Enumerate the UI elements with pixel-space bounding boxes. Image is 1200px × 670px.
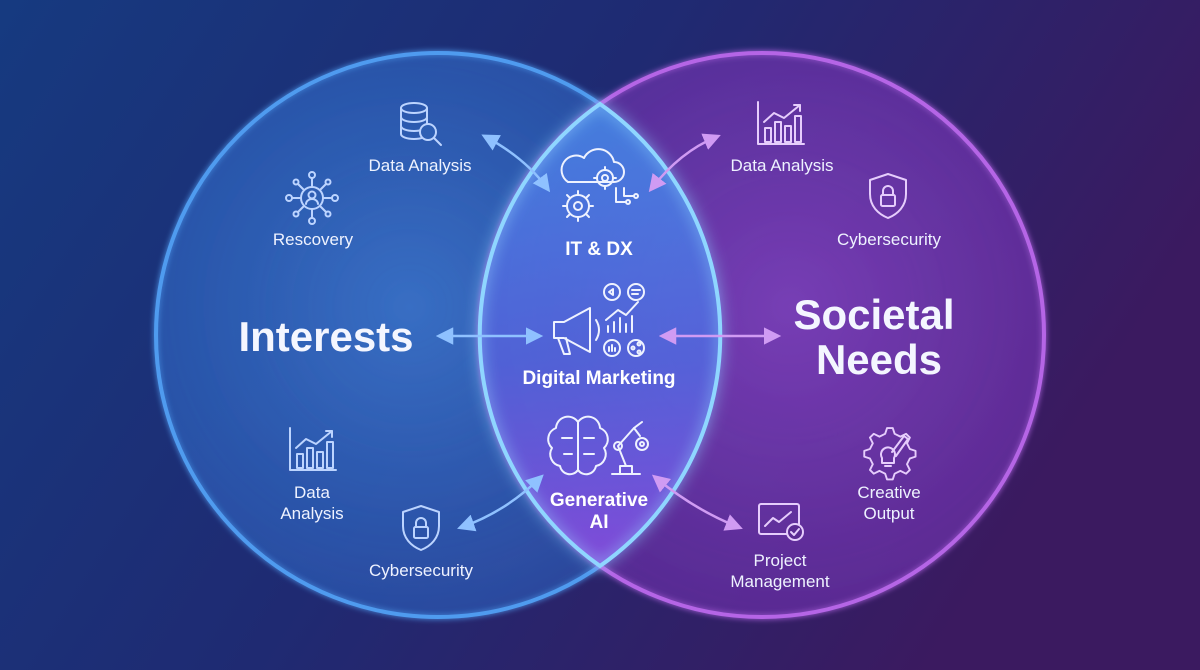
right-item-project-management: Project Management bbox=[730, 503, 830, 591]
monitor-check-icon bbox=[758, 503, 804, 541]
bar-chart-icon bbox=[289, 427, 337, 471]
network-user-icon bbox=[285, 171, 339, 225]
right-item-label-line2: Management bbox=[730, 572, 830, 591]
intersection-item-generative-ai: Generative AI bbox=[547, 415, 649, 533]
right-item-label-line1: Project bbox=[754, 551, 807, 570]
arrow-generative-ai-to-project-management bbox=[651, 474, 743, 531]
brain-robot-arm-icon bbox=[547, 415, 649, 476]
intersection-item-it-dx: IT & DX bbox=[560, 148, 639, 260]
right-item-cybersecurity: Cybersecurity bbox=[837, 173, 941, 249]
arrow-cybersecurity-to-generative-ai bbox=[457, 474, 544, 532]
gear-brush-icon bbox=[863, 427, 917, 481]
left-item-label: Cybersecurity bbox=[369, 561, 473, 580]
left-item-rescovery: Rescovery bbox=[273, 171, 354, 249]
cloud-gears-icon bbox=[560, 148, 639, 222]
intersection-item-digital-marketing: Digital Marketing bbox=[522, 283, 676, 389]
left-item-cybersecurity: Cybersecurity bbox=[369, 505, 473, 580]
right-circle-title-line2: Needs bbox=[816, 336, 942, 383]
right-item-label: Cybersecurity bbox=[837, 230, 941, 249]
arrow-it-dx-to-right-data-analysis bbox=[648, 133, 721, 193]
intersection-item-label-line2: AI bbox=[590, 512, 609, 533]
left-item-label: Rescovery bbox=[273, 230, 354, 249]
right-item-label-line2: Output bbox=[863, 504, 914, 523]
shield-lock-icon bbox=[402, 505, 440, 551]
database-search-icon bbox=[400, 102, 442, 146]
bar-chart-icon bbox=[757, 101, 805, 145]
shield-lock-icon bbox=[869, 173, 907, 219]
left-item-label: Data Analysis bbox=[369, 156, 472, 175]
right-item-data-analysis: Data Analysis bbox=[731, 101, 834, 175]
right-item-label: Data Analysis bbox=[731, 156, 834, 175]
intersection-item-label: IT & DX bbox=[565, 239, 633, 260]
intersection-area bbox=[477, 53, 723, 617]
right-item-label-line1: Creative bbox=[857, 483, 920, 502]
left-item-label-line2: Analysis bbox=[280, 504, 343, 523]
megaphone-analytics-icon bbox=[553, 283, 645, 357]
intersection-item-label-line1: Generative bbox=[550, 490, 648, 511]
right-item-creative-output: Creative Output bbox=[857, 427, 921, 523]
left-item-data-analysis-top: Data Analysis bbox=[369, 102, 472, 175]
left-circle-title: Interests bbox=[238, 313, 413, 360]
left-item-data-analysis-bottom: Data Analysis bbox=[280, 427, 344, 523]
intersection-item-label: Digital Marketing bbox=[522, 368, 675, 389]
left-item-label-line1: Data bbox=[294, 483, 330, 502]
arrow-left-data-analysis-to-it-dx bbox=[481, 134, 551, 193]
right-circle-title-line1: Societal bbox=[793, 291, 954, 338]
